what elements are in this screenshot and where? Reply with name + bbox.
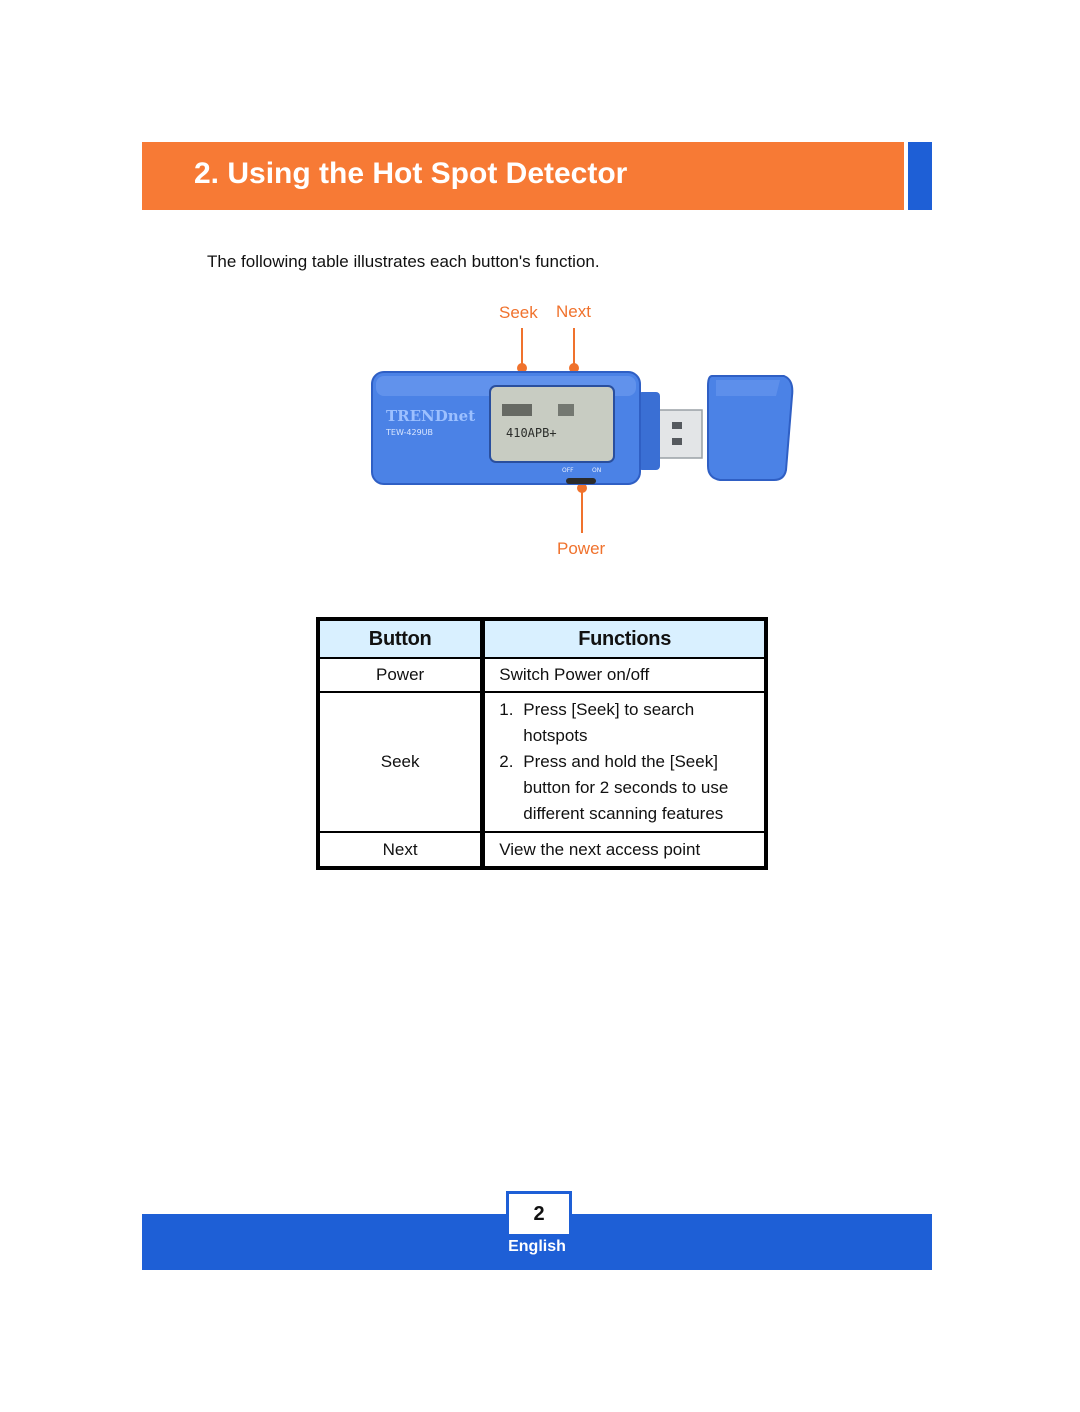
device-illustration: Seek Next Power 410APB+ TRENDnet TEW-429… <box>360 300 820 570</box>
section-title-bar: 2. Using the Hot Spot Detector <box>142 142 904 210</box>
usb-connector <box>655 409 703 459</box>
model-label: TEW-429UB <box>385 428 433 437</box>
button-function-table: Button Functions Power Switch Power on/o… <box>316 617 768 870</box>
next-callout-label: Next <box>556 302 591 321</box>
header-button: Button <box>317 618 486 659</box>
switch-off-label: OFF <box>562 467 574 474</box>
lcd-ssid-text: 410APB+ <box>506 426 557 440</box>
switch-on-label: ON <box>592 467 601 474</box>
function-list: 1.Press [Seek] to search hotspots 2.Pres… <box>499 697 754 827</box>
function-cell: Switch Power on/off <box>481 657 768 693</box>
usb-pin <box>672 422 682 429</box>
lcd-screen <box>489 385 615 463</box>
list-item: 2.Press and hold the [Seek] button for 2… <box>499 752 729 823</box>
function-cell: 1.Press [Seek] to search hotspots 2.Pres… <box>481 691 768 833</box>
table-row: Next View the next access point <box>317 831 768 869</box>
seek-callout-dot <box>517 363 527 373</box>
button-cell: Next <box>317 831 486 869</box>
page-number: 2 <box>506 1191 572 1237</box>
header-functions: Functions <box>481 618 768 659</box>
title-accent-block <box>908 142 932 210</box>
table-header-row: Button Functions <box>317 618 768 659</box>
seek-callout-label: Seek <box>499 303 538 322</box>
button-cell: Power <box>317 657 486 693</box>
next-callout-dot <box>569 363 579 373</box>
list-item: 1.Press [Seek] to search hotspots <box>499 700 695 745</box>
table-row: Seek 1.Press [Seek] to search hotspots 2… <box>317 691 768 833</box>
power-switch <box>566 478 596 484</box>
table-row: Power Switch Power on/off <box>317 657 768 693</box>
button-cell: Seek <box>317 691 486 833</box>
device-cap <box>707 375 794 481</box>
power-callout-dot <box>577 483 587 493</box>
footer-language: English <box>508 1238 566 1255</box>
usb-pin <box>672 438 682 445</box>
power-callout-label: Power <box>557 539 606 558</box>
device-neck <box>638 392 660 470</box>
intro-text: The following table illustrates each but… <box>207 252 600 271</box>
function-cell: View the next access point <box>481 831 768 869</box>
page-title: 2. Using the Hot Spot Detector <box>194 157 628 190</box>
usb-device-drawing: 410APB+ TRENDnet TEW-429UB OFF ON <box>371 328 794 533</box>
brand-logo: TRENDnet <box>386 407 475 425</box>
